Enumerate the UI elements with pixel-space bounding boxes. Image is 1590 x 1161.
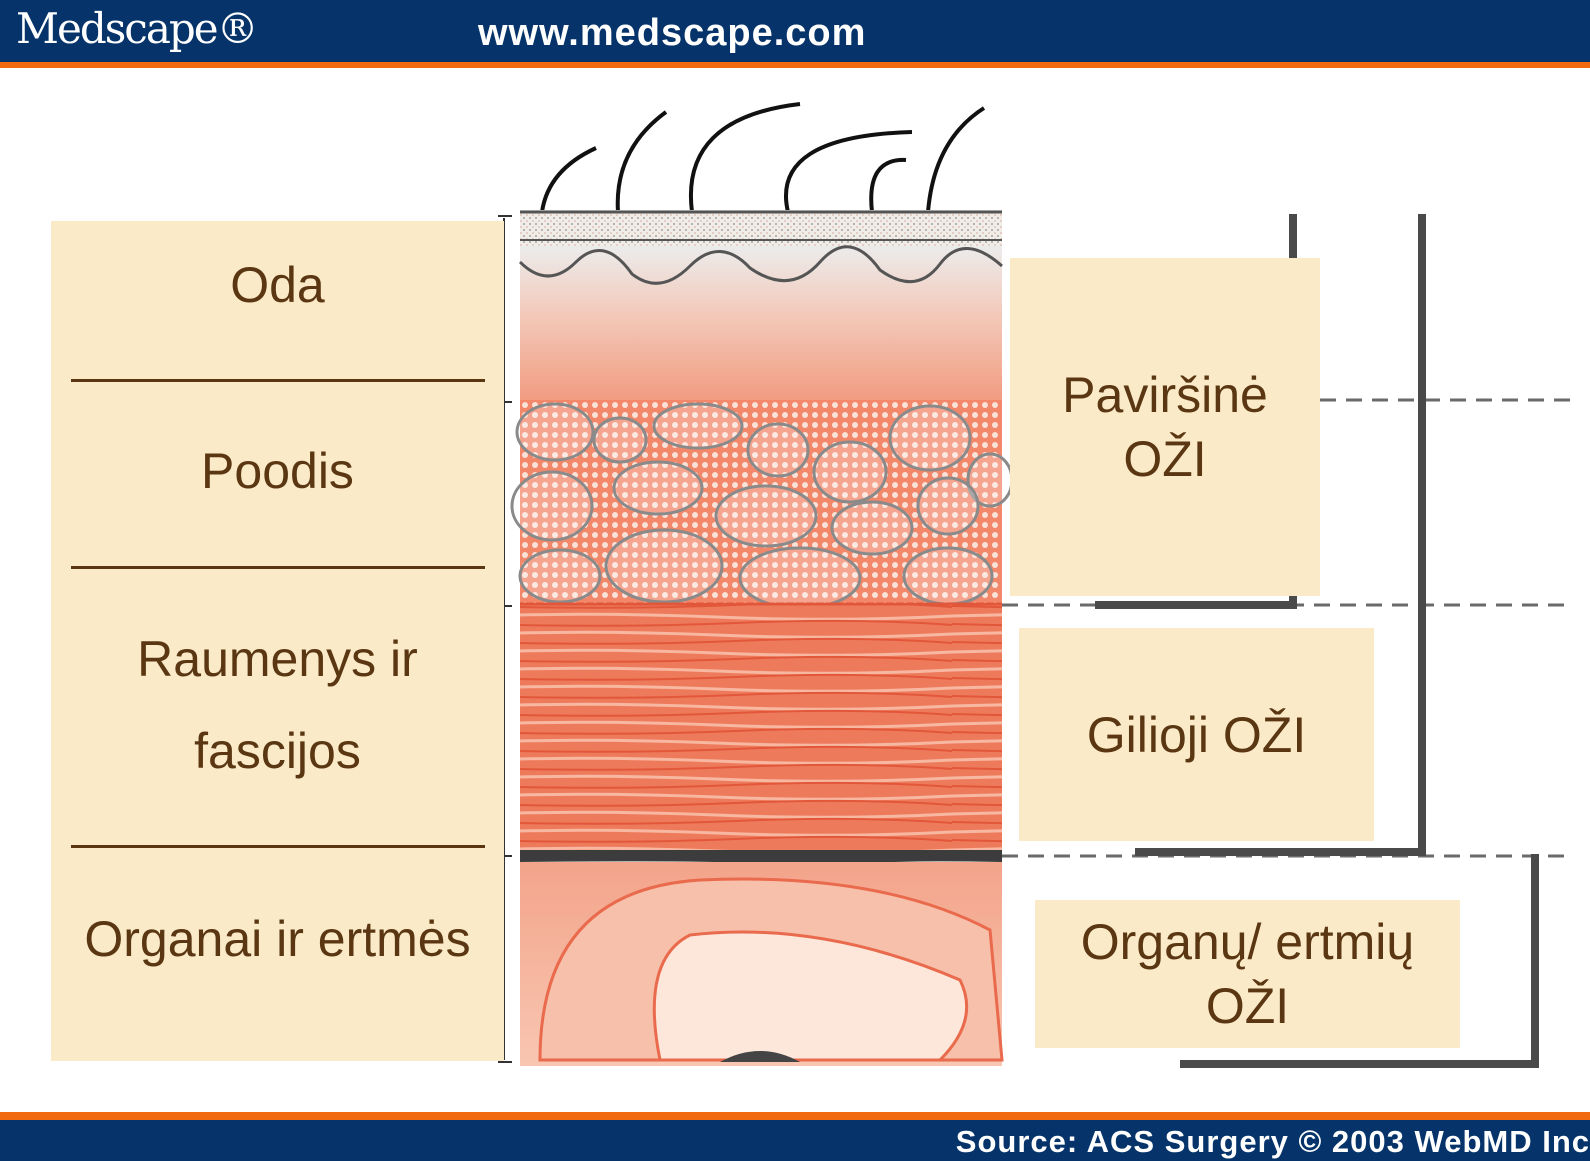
layer-label-muscle-line2: fascijos xyxy=(51,705,504,797)
footer-accent-stripe xyxy=(0,1112,1590,1120)
layer-divider xyxy=(71,566,485,569)
layer-divider xyxy=(71,845,485,848)
fat-lobules xyxy=(512,404,1012,608)
organ-outlines xyxy=(540,879,1002,1062)
zone-organ-space-ssi: Organų/ ertmių OŽI xyxy=(1035,900,1460,1048)
zone-organ-space-label: Organų/ ertmių OŽI xyxy=(1081,910,1414,1038)
hair-strands xyxy=(542,104,984,212)
zone-deep-label: Gilioji OŽI xyxy=(1087,703,1306,767)
layer-label-muscle-line1: Raumenys ir xyxy=(51,613,504,705)
layer-label-organs: Organai ir ertmės xyxy=(51,893,504,985)
zone-superficial-ssi: Paviršinė OŽI xyxy=(1010,258,1320,596)
zone-superficial-label: Paviršinė OŽI xyxy=(1062,363,1268,491)
tissue-layer-labels-panel: Oda Poodis Raumenys ir fascijos Organai … xyxy=(51,221,504,1061)
layer-divider xyxy=(71,379,485,382)
layer-label-skin: Oda xyxy=(51,239,504,331)
zone-deep-ssi: Gilioji OŽI xyxy=(1019,628,1374,841)
source-credit: Source: ACS Surgery © 2003 WebMD Inc xyxy=(956,1124,1590,1160)
layer-label-subcutis: Poodis xyxy=(51,425,504,517)
